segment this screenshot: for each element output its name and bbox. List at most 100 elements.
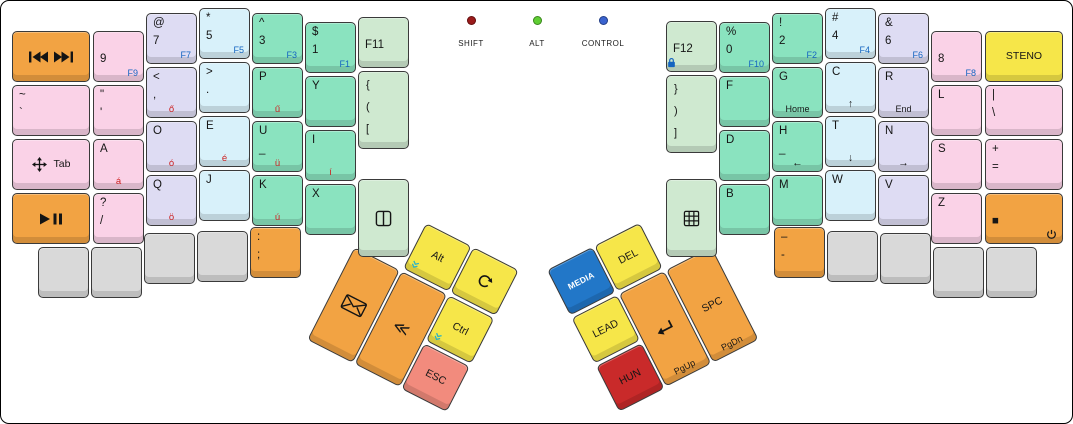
key-backslash[interactable]: |\ [985,85,1063,136]
key-legend: End [895,104,912,114]
key-dash[interactable]: –- [774,227,825,278]
key-legend: 8 [938,53,945,65]
key-split-layout[interactable] [358,179,409,257]
key-blank[interactable] [144,233,195,284]
key-legend: 1 [312,44,319,56]
key-semicolon[interactable]: :; [250,227,301,278]
key-legend: > [206,66,213,78]
key-legend: N [885,125,894,137]
key-s[interactable]: S [931,139,982,190]
key-blank[interactable] [38,247,89,298]
key-blank[interactable] [91,247,142,298]
key-blank[interactable] [197,231,248,282]
key-l[interactable]: L [931,85,982,136]
key-legend: ) [674,105,678,117]
key-blank[interactable] [933,247,984,298]
key-legend: " [100,89,105,101]
key-steno[interactable]: STENO [985,31,1063,82]
key-ctrl[interactable]: Ctrl [425,295,495,364]
key-d[interactable]: D [719,130,770,181]
key-t[interactable]: T↓ [825,116,876,167]
key-legend: 5 [206,30,213,42]
alt-label: ALT [529,39,545,48]
key-legend: @ [153,17,165,29]
key-table-grid[interactable] [666,179,717,257]
key-f[interactable]: F [719,76,770,127]
shift-label: SHIFT [458,39,484,48]
key-slash[interactable]: ?/ [93,193,144,244]
key-equals[interactable]: += [985,139,1063,190]
key-j[interactable]: J [199,170,250,221]
key-legend: Z [938,197,946,209]
key-legend: T [832,120,840,132]
control-label: CONTROL [581,39,625,48]
key-v[interactable]: V [878,175,929,226]
key-legend: F1 [339,59,350,69]
key-tab[interactable]: Tab [12,139,90,190]
key-brackets-close[interactable]: })] [666,75,717,153]
key-brackets-open[interactable]: {([ [358,71,409,149]
key-legend: 4 [832,30,839,42]
key-blank[interactable] [827,231,878,282]
key-f12[interactable]: F12 [666,21,717,72]
key-media-prev-next[interactable] [12,31,90,82]
key-tilde[interactable]: ~` [12,85,90,136]
key-legend: % [726,26,737,38]
key-c[interactable]: C↑ [825,62,876,113]
key-period[interactable]: >. [199,62,250,113]
key-redo[interactable] [450,247,519,316]
key-n[interactable]: N→ [878,121,929,172]
key-alt[interactable]: Alt [403,223,472,292]
key-legend: & [885,17,893,29]
power-icon [1046,229,1057,240]
key-legend: ↑ [847,97,854,110]
key-legend: F10 [748,59,764,69]
redo-icon [452,248,518,314]
key-stop-power[interactable]: ■ [985,193,1063,244]
key-w[interactable]: W [825,170,876,221]
key-u[interactable]: U_ü [252,121,303,172]
key-y[interactable]: Y [305,76,356,127]
key-b[interactable]: B [719,184,770,235]
key-m[interactable]: M [772,175,823,226]
key-quote[interactable]: "' [93,85,144,136]
key-comma[interactable]: <,ő [146,67,197,118]
key-z[interactable]: Z [931,193,982,244]
double-chevron-icon [409,259,420,271]
envelope-icon [309,248,399,361]
key-x[interactable]: X [305,184,356,235]
key-legend: / [100,215,104,227]
key-legend: 3 [259,35,266,47]
key-blank[interactable] [880,233,931,284]
key-legend: S [938,143,946,155]
key-blank[interactable] [986,247,1037,298]
key-f11[interactable]: F11 [358,17,409,68]
key-legend: 2 [779,35,786,47]
key-h[interactable]: H_← [772,121,823,172]
key-legend: ` [19,107,23,119]
key-enter[interactable]: PgUp [618,270,712,387]
key-media-play-pause[interactable] [12,193,90,244]
key-legend: | [992,89,995,101]
key-legend: 0 [726,44,733,56]
key-mail[interactable] [307,247,400,363]
